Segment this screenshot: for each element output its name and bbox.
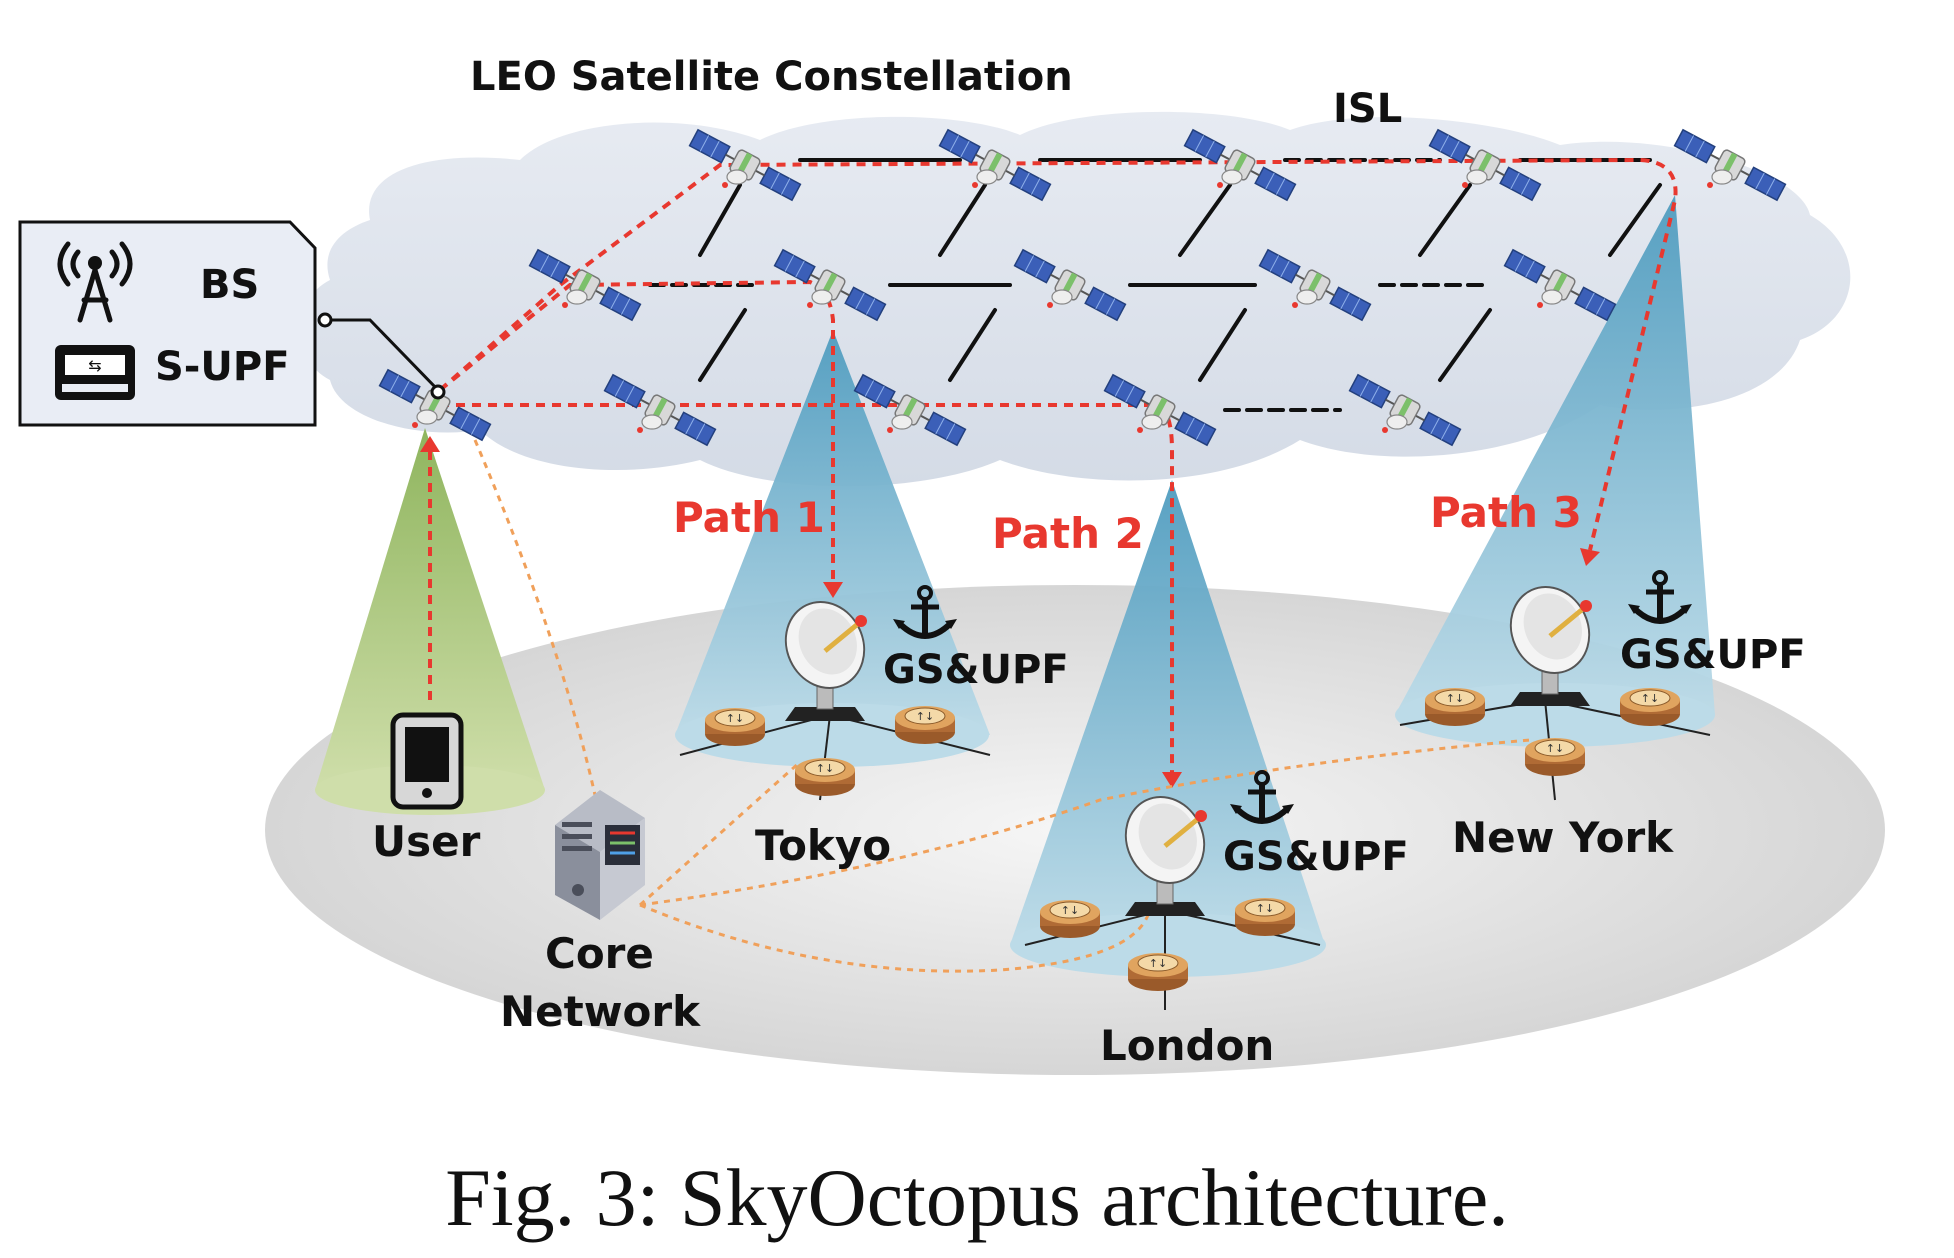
path-arrowheads xyxy=(420,436,1600,788)
bs-label: BS xyxy=(200,262,259,308)
gs-upf-label-newyork: GS&UPF xyxy=(1620,632,1806,678)
beam-newyork xyxy=(1395,195,1715,715)
core-server-icon xyxy=(555,790,645,920)
city-tokyo: Tokyo xyxy=(755,821,891,870)
antenna-tower-icon xyxy=(57,241,133,323)
beam-london xyxy=(1010,480,1325,945)
path-1-label: Path 1 xyxy=(673,493,825,542)
svg-text:⇆: ⇆ xyxy=(88,356,101,375)
user-beam xyxy=(315,428,545,790)
gs-upf-label-london: GS&UPF xyxy=(1223,834,1409,880)
path-2-label: Path 2 xyxy=(992,509,1144,558)
bs-supf-box: ⇆ BS S-UPF xyxy=(18,220,317,427)
upf-device-icon: ⇆ xyxy=(55,345,135,400)
path-3-label: Path 3 xyxy=(1430,488,1582,537)
user-label: User xyxy=(372,817,481,866)
figure-caption: Fig. 3: SkyOctopus architecture. xyxy=(445,1152,1509,1243)
orange-links xyxy=(473,439,1531,973)
core-label-line1: Core xyxy=(545,929,654,978)
diagram-title: LEO Satellite Constellation xyxy=(470,54,1073,100)
gs-site-tokyo xyxy=(679,587,991,801)
city-newyork: New York xyxy=(1452,813,1674,862)
core-label-line2: Network xyxy=(500,987,701,1036)
isl-label: ISL xyxy=(1333,86,1402,132)
gs-site-newyork xyxy=(1399,572,1711,801)
gs-upf-label-tokyo: GS&UPF xyxy=(883,647,1069,693)
supf-label: S-UPF xyxy=(155,344,290,390)
city-london: London xyxy=(1100,1021,1274,1070)
gs-site-london xyxy=(1024,772,1321,1010)
user-phone-icon xyxy=(390,712,464,810)
